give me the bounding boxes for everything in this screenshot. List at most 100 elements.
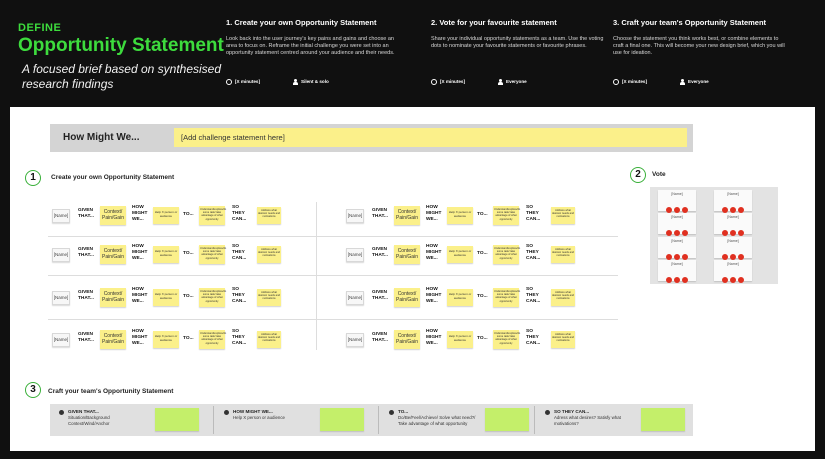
how-might-we-bar: How Might We... [Add challenge statement… [50,124,693,152]
task-sticky-note[interactable]: Understand/explore/do some task/ take ad… [199,206,226,225]
vote-dot-icon[interactable] [666,207,672,213]
name-card[interactable]: [Name] [346,291,364,305]
motivation-sticky-note[interactable]: Address what desires/ needs and motivati… [257,207,281,224]
motivation-sticky-note[interactable]: Address what desires/ needs and motivati… [551,289,575,306]
vote-dot-icon[interactable] [666,277,672,283]
name-card[interactable]: [Name] [52,248,70,262]
vote-dot-icon[interactable] [666,230,672,236]
task-sticky-note[interactable]: Understand/explore/do some task/ take ad… [199,245,226,264]
team-sticky-note[interactable] [641,408,685,431]
context-sticky-note[interactable]: Context/ Pain/Gain [394,206,420,225]
step-2-description: Share your individual opportunity statem… [431,36,604,50]
name-card[interactable]: [Name] [346,333,364,347]
vote-dot-icon[interactable] [722,277,728,283]
vote-dot-icon[interactable] [674,230,680,236]
so-they-can-label: SO THEY CAN... [232,329,247,346]
task-sticky-note[interactable]: Understand/explore/do some task/ take ad… [199,330,226,349]
audience-sticky-note[interactable]: Help X person or audience [447,246,473,263]
motivation-sticky-note[interactable]: Address what desires/ needs and motivati… [551,246,575,263]
vote-dot-icon[interactable] [682,254,688,260]
vote-dot-icon[interactable] [738,254,744,260]
team-sticky-note[interactable] [320,408,364,431]
vote-dot-icon[interactable] [682,277,688,283]
vote-dot-icon[interactable] [738,230,744,236]
craft-block-how-might-we: HOW MIGHT WE... Help X person or audienc… [215,406,373,434]
motivation-sticky-note[interactable]: Address what desires/ needs and motivati… [551,331,575,348]
vote-dot-icon[interactable] [730,277,736,283]
vote-card[interactable]: [Name] [714,237,752,260]
context-sticky-note[interactable]: Context/ Pain/Gain [394,245,420,264]
vote-card[interactable]: [Name] [714,260,752,283]
vote-card-name: [Name] [727,215,739,219]
vote-dot-icon[interactable] [722,207,728,213]
challenge-statement-input[interactable]: [Add challenge statement here] [174,128,687,147]
task-sticky-note[interactable]: Understand/explore/do some task/ take ad… [199,288,226,307]
context-sticky-note[interactable]: Context/ Pain/Gain [394,330,420,349]
vote-card[interactable]: [Name] [714,213,752,236]
vote-dot-icon[interactable] [674,277,680,283]
motivation-sticky-note[interactable]: Address what desires/ needs and motivati… [551,207,575,224]
context-sticky-note[interactable]: Context/ Pain/Gain [100,245,126,264]
vote-dots [666,247,690,265]
audience-sticky-note[interactable]: Help X person or audience [153,246,179,263]
step-1-title: 1. Create your own Opportunity Statement [226,18,377,27]
context-sticky-note[interactable]: Context/ Pain/Gain [100,330,126,349]
audience-sticky-note[interactable]: Help X person or audience [153,331,179,348]
context-sticky-note[interactable]: Context/ Pain/Gain [394,288,420,307]
clock-icon [431,79,437,85]
step-1-duration: [X minutes] [235,79,261,85]
audience-sticky-note[interactable]: Help X person or audience [153,289,179,306]
to-label: TO... [477,336,488,341]
vote-dot-icon[interactable] [738,207,744,213]
vote-dot-icon[interactable] [730,254,736,260]
vote-dot-icon[interactable] [722,230,728,236]
vote-dot-icon[interactable] [674,254,680,260]
vote-dot-icon[interactable] [674,207,680,213]
step-2-title: 2. Vote for your favourite statement [431,18,557,27]
task-sticky-note[interactable]: Understand/explore/do some task/ take ad… [493,330,520,349]
name-card[interactable]: [Name] [52,291,70,305]
task-sticky-note[interactable]: Understand/explore/do some task/ take ad… [493,206,520,225]
given-that-label: GIVEN THAT... [78,208,94,219]
audience-sticky-note[interactable]: Help X person or audience [447,331,473,348]
vote-panel: [Name][Name][Name][Name][Name][Name][Nam… [650,187,778,284]
context-sticky-note[interactable]: Context/ Pain/Gain [100,288,126,307]
name-card[interactable]: [Name] [52,209,70,223]
vote-dot-icon[interactable] [722,254,728,260]
vote-card[interactable]: [Name] [658,190,696,213]
phase-label: DEFINE [18,22,62,34]
vote-dot-icon[interactable] [730,230,736,236]
vote-dot-icon[interactable] [738,277,744,283]
vote-dot-icon[interactable] [682,207,688,213]
task-sticky-note[interactable]: Understand/explore/do some task/ take ad… [493,288,520,307]
context-sticky-note[interactable]: Context/ Pain/Gain [100,206,126,225]
bullet-icon [59,410,64,415]
task-sticky-note[interactable]: Understand/explore/do some task/ take ad… [493,245,520,264]
how-might-we-label: HOW MIGHT WE... [132,244,148,261]
name-card[interactable]: [Name] [346,248,364,262]
name-card[interactable]: [Name] [346,209,364,223]
row-divider [48,236,618,237]
vote-card[interactable]: [Name] [658,260,696,283]
vote-dot-icon[interactable] [730,207,736,213]
motivation-sticky-note[interactable]: Address what desires/ needs and motivati… [257,289,281,306]
audience-sticky-note[interactable]: Help X person or audience [447,207,473,224]
name-card[interactable]: [Name] [52,333,70,347]
step-3-title: 3. Craft your team's Opportunity Stateme… [613,18,767,27]
so-they-can-label: SO THEY CAN... [526,287,541,304]
vote-card-name: [Name] [671,215,683,219]
audience-sticky-note[interactable]: Help X person or audience [447,289,473,306]
motivation-sticky-note[interactable]: Address what desires/ needs and motivati… [257,331,281,348]
vote-dot-icon[interactable] [682,230,688,236]
team-sticky-note[interactable] [485,408,529,431]
audience-sticky-note[interactable]: Help X person or audience [153,207,179,224]
craft-block-given-that: GIVEN THAT... Situation/Background Conte… [50,406,208,434]
vote-dot-icon[interactable] [666,254,672,260]
motivation-sticky-note[interactable]: Address what desires/ needs and motivati… [257,246,281,263]
vote-card[interactable]: [Name] [714,190,752,213]
vote-card[interactable]: [Name] [658,213,696,236]
vote-card[interactable]: [Name] [658,237,696,260]
team-sticky-note[interactable] [155,408,199,431]
